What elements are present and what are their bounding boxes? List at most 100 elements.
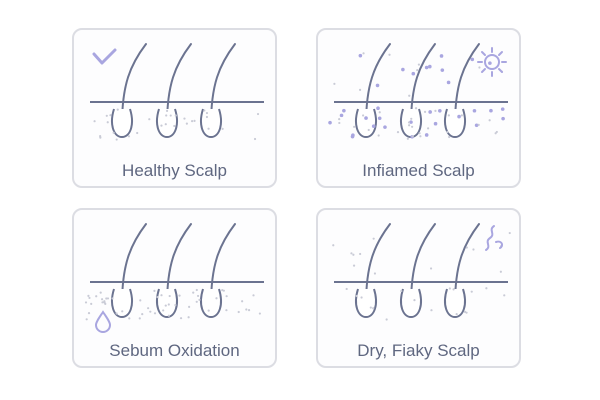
skin-particle — [162, 309, 165, 312]
skin-particle — [371, 124, 376, 129]
skin-particle — [499, 270, 502, 273]
skin-particle — [353, 125, 356, 128]
skin-particle — [153, 289, 156, 292]
hair-follicle — [200, 108, 222, 139]
skin-particle — [167, 303, 170, 306]
droplet-icon — [94, 310, 112, 333]
skin-particle — [168, 294, 171, 298]
skin-particle — [424, 133, 429, 137]
skin-particle — [187, 316, 190, 319]
skin-particle — [95, 295, 98, 298]
skin-particle — [174, 303, 177, 307]
skin-particle — [207, 309, 210, 312]
card-inflamed-scalp: Infiamed Scalp — [316, 28, 521, 188]
skin-particle — [372, 307, 375, 310]
skin-particle — [207, 127, 210, 130]
skin-particle — [339, 113, 344, 118]
skin-particle — [195, 300, 198, 303]
skin-particle — [350, 252, 353, 255]
skin-particle — [472, 108, 477, 113]
skin-particle — [338, 121, 341, 125]
skin-particle — [169, 114, 172, 117]
skin-particle — [501, 116, 505, 121]
skin-particle — [111, 297, 114, 300]
skin-particle — [215, 297, 218, 300]
skin-particle — [195, 288, 198, 292]
skin-particle — [401, 67, 405, 72]
skin-particle — [433, 121, 438, 126]
skin-particle — [183, 117, 186, 120]
skin-particle — [237, 310, 240, 314]
skin-particle — [121, 310, 124, 313]
skin-particle — [205, 115, 209, 119]
skin-particle — [185, 122, 188, 125]
skin-particle — [106, 121, 109, 124]
hair-follicle — [156, 108, 178, 139]
skin-particle — [328, 120, 332, 125]
skin-particle — [167, 314, 170, 317]
skin-particle — [100, 298, 104, 301]
skin-particle — [358, 53, 363, 58]
skin-particle — [99, 291, 102, 294]
card-sebum-oxidation: Sebum Oxidation — [72, 208, 277, 368]
skin-particle — [147, 307, 150, 310]
skin-particle — [408, 94, 411, 97]
skin-particle — [419, 135, 422, 138]
skin-particle — [332, 244, 335, 247]
skin-particle — [430, 309, 433, 312]
skin-particle — [196, 294, 200, 298]
skin-particle — [156, 295, 159, 299]
skin-particle — [245, 308, 248, 311]
skin-particle — [164, 304, 167, 307]
card-healthy-scalp: Healthy Scalp — [72, 28, 277, 188]
skin-particle — [160, 124, 163, 127]
skin-particle — [109, 114, 112, 117]
skin-particle — [488, 119, 491, 122]
skin-particle — [174, 114, 177, 117]
skin-particle — [447, 114, 450, 117]
skin-particle — [359, 252, 362, 256]
skin-particle — [369, 306, 372, 309]
skin-particle — [388, 53, 391, 56]
skin-particle — [423, 110, 427, 113]
skin-particle — [165, 114, 168, 117]
skin-particle — [128, 317, 131, 320]
skin-particle — [383, 125, 387, 129]
skin-particle — [112, 131, 115, 134]
scalp-illustration — [332, 223, 511, 321]
skin-particle — [367, 128, 370, 132]
skin-particle — [376, 106, 380, 111]
squiggle-icon — [485, 225, 504, 251]
skin-particle — [428, 64, 432, 69]
hair-follicle — [111, 108, 133, 139]
skin-particle — [350, 134, 355, 139]
skin-particle — [355, 294, 358, 298]
skin-particle — [225, 309, 228, 312]
skin-particle — [221, 289, 224, 292]
skin-particle — [141, 313, 144, 316]
skin-particle — [485, 287, 488, 290]
skin-particle — [508, 231, 511, 235]
skin-particle — [358, 88, 362, 91]
skin-particle — [478, 66, 481, 69]
skin-particle — [338, 117, 341, 121]
skin-particle — [247, 309, 251, 312]
hair-follicle — [111, 288, 133, 319]
skin-particle — [179, 317, 183, 320]
skin-particle — [407, 121, 411, 124]
skin-particle — [127, 135, 131, 138]
skin-particle — [411, 71, 416, 76]
hair-follicle — [156, 288, 178, 319]
skin-particle — [452, 288, 455, 291]
skin-particle — [241, 300, 244, 303]
skin-particle — [408, 124, 411, 127]
skin-particle — [472, 248, 475, 251]
skin-particle — [495, 130, 498, 134]
skin-particle — [88, 296, 91, 300]
skin-particle — [253, 137, 257, 141]
skin-particle — [503, 294, 506, 297]
skin-particle — [160, 294, 163, 297]
skin-particle — [352, 253, 355, 256]
skin-particle — [364, 116, 368, 120]
skin-particle — [164, 123, 167, 126]
